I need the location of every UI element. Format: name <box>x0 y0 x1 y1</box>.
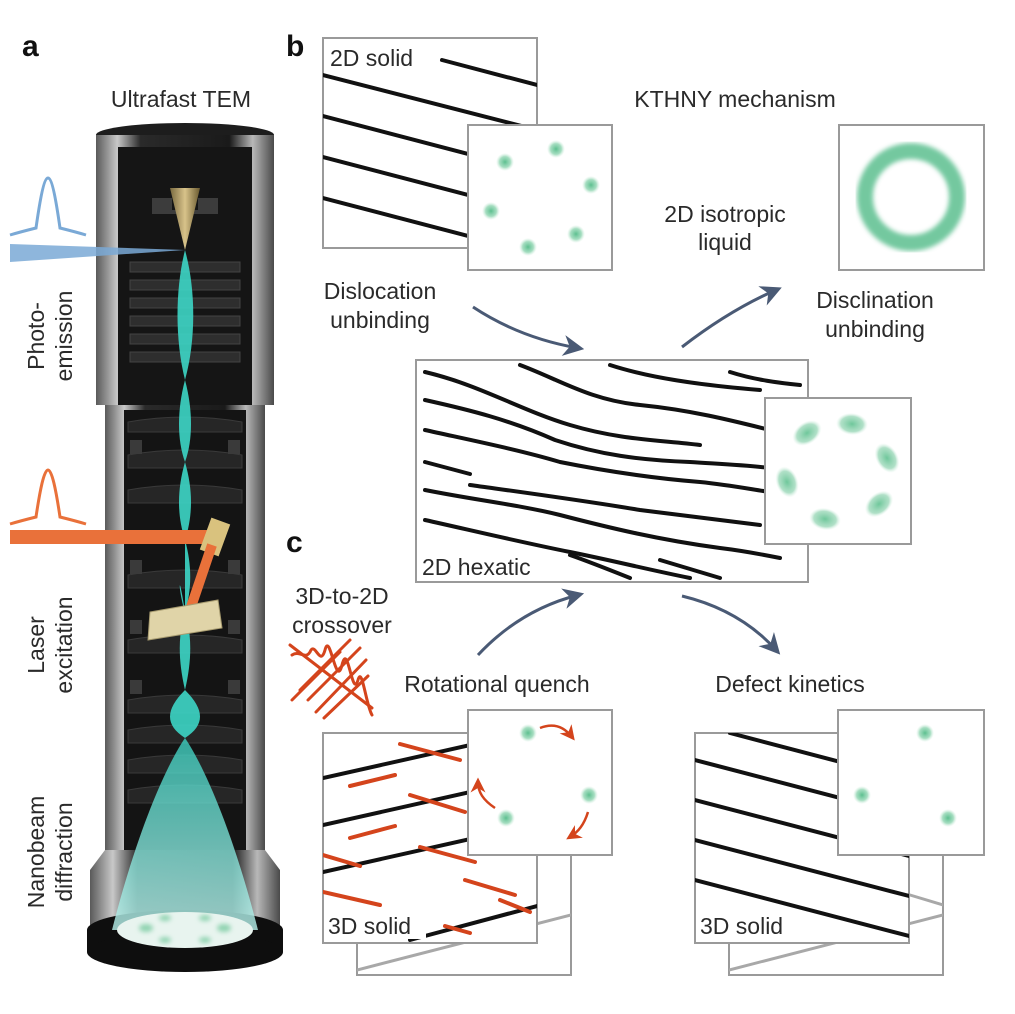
nano-label-2: diffraction <box>51 802 77 901</box>
quench-diffraction <box>467 709 613 856</box>
laser-label-2: excitation <box>51 596 77 693</box>
detector-screen <box>117 912 253 948</box>
panel-c: c 3D-to-2D crossover Rotational quench D… <box>286 526 985 976</box>
kinetics-diffraction <box>837 709 985 856</box>
photo-label-1: Photo- <box>23 302 49 370</box>
solid-2d-diffraction <box>467 124 613 271</box>
dislocation-label-1: Dislocation <box>324 278 437 304</box>
kthny-title: KTHNY mechanism <box>634 86 836 112</box>
disclination-label-2: unbinding <box>825 316 925 342</box>
photo-pulse-icon <box>9 176 87 237</box>
liquid-label-2: liquid <box>698 229 752 255</box>
arrow-dislocation <box>472 305 585 356</box>
wave-packet-icon <box>288 638 374 720</box>
dislocation-label-2: unbinding <box>330 307 430 333</box>
tem-title: Ultrafast TEM <box>111 86 251 112</box>
arrow-quench <box>476 588 585 657</box>
laser-beam <box>10 530 210 544</box>
hexatic-label: 2D hexatic <box>422 554 531 580</box>
panel-letter-b: b <box>286 30 304 63</box>
panel-a: a Ultrafast TEM <box>9 30 283 972</box>
kinetics-label: Defect kinetics <box>715 671 865 697</box>
sample <box>147 599 223 641</box>
arrow-kinetics <box>681 594 781 655</box>
liquid-label-1: 2D isotropic <box>664 201 785 227</box>
laser-label-1: Laser <box>23 616 49 674</box>
panel-letter-c: c <box>286 526 303 559</box>
hexatic-diffraction <box>764 397 912 545</box>
photo-label-2: emission <box>51 291 77 382</box>
quench-label: Rotational quench <box>404 671 589 697</box>
emitter-tip-icon <box>170 188 200 250</box>
crossover-label-2: crossover <box>292 612 392 638</box>
liquid-diffraction <box>838 124 985 271</box>
solid-2d-label: 2D solid <box>330 45 413 71</box>
kinetics-solid-label: 3D solid <box>700 913 783 939</box>
laser-pulse-icon <box>9 468 87 526</box>
quench-solid-label: 3D solid <box>328 913 411 939</box>
panel-b: b KTHNY mechanism 2D solid <box>286 30 985 583</box>
arrow-disclination <box>681 286 782 349</box>
panel-letter-a: a <box>22 30 39 63</box>
uv-beam <box>10 244 185 262</box>
hexatic-lattice: 2D hexatic <box>415 359 809 583</box>
nano-label-1: Nanobeam <box>23 796 49 909</box>
crossover-label-1: 3D-to-2D <box>295 583 388 609</box>
disclination-label-1: Disclination <box>816 287 934 313</box>
